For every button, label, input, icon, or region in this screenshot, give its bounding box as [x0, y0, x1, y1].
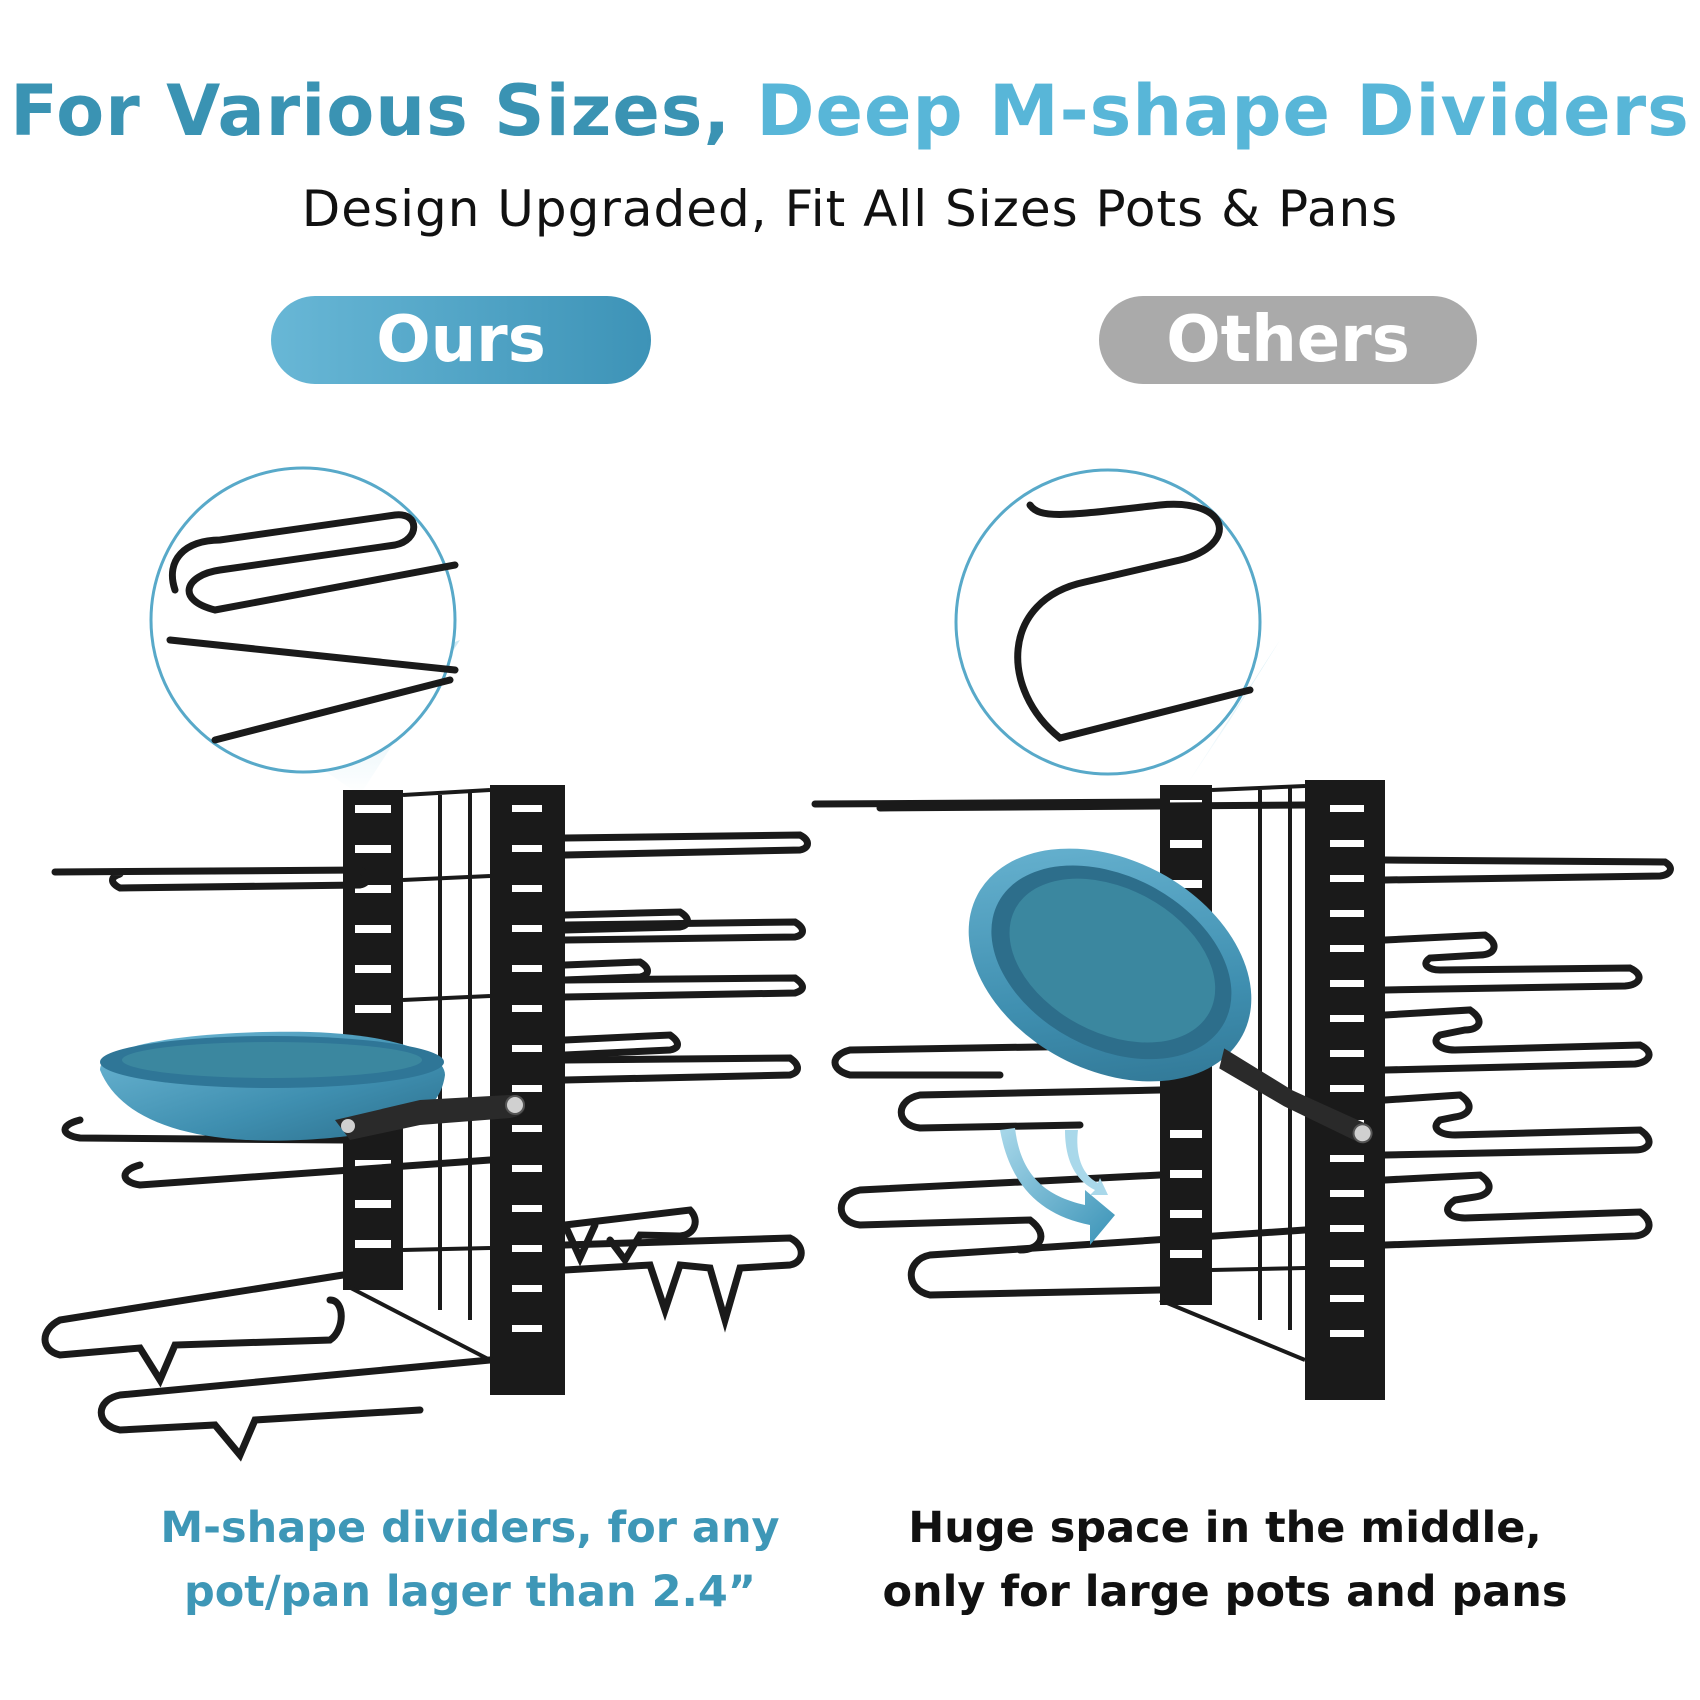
ours-rack [41, 466, 811, 1462]
others-zoom-circle [954, 468, 1280, 795]
title-part-2: Deep M-shape Dividers [756, 70, 1690, 152]
others-pan [968, 848, 1373, 1144]
others-rack [811, 468, 1674, 1400]
page-subtitle: Design Upgraded, Fit All Sizes Pots & Pa… [301, 180, 1399, 238]
ours-zoom-circle [149, 466, 460, 795]
others-badge: Others [1099, 296, 1477, 384]
title-part-1: For Various Sizes, [10, 70, 732, 152]
others-caption-line-1: Huge space in the middle, [908, 1503, 1542, 1553]
others-caption-line-2: only for large pots and pans [882, 1567, 1568, 1617]
page-title: For Various Sizes, Deep M-shape Dividers [0, 70, 1700, 152]
others-caption: Huge space in the middle, only for large… [830, 1496, 1620, 1624]
others-arrow-group [1000, 1128, 1115, 1245]
ours-caption: M-shape dividers, for any pot/pan lager … [100, 1496, 840, 1624]
ours-caption-line-2: pot/pan lager than 2.4” [183, 1567, 757, 1617]
ours-caption-line-1: M-shape dividers, for any [160, 1503, 780, 1553]
ours-badge: Ours [271, 296, 651, 384]
ours-pan [100, 1031, 525, 1141]
